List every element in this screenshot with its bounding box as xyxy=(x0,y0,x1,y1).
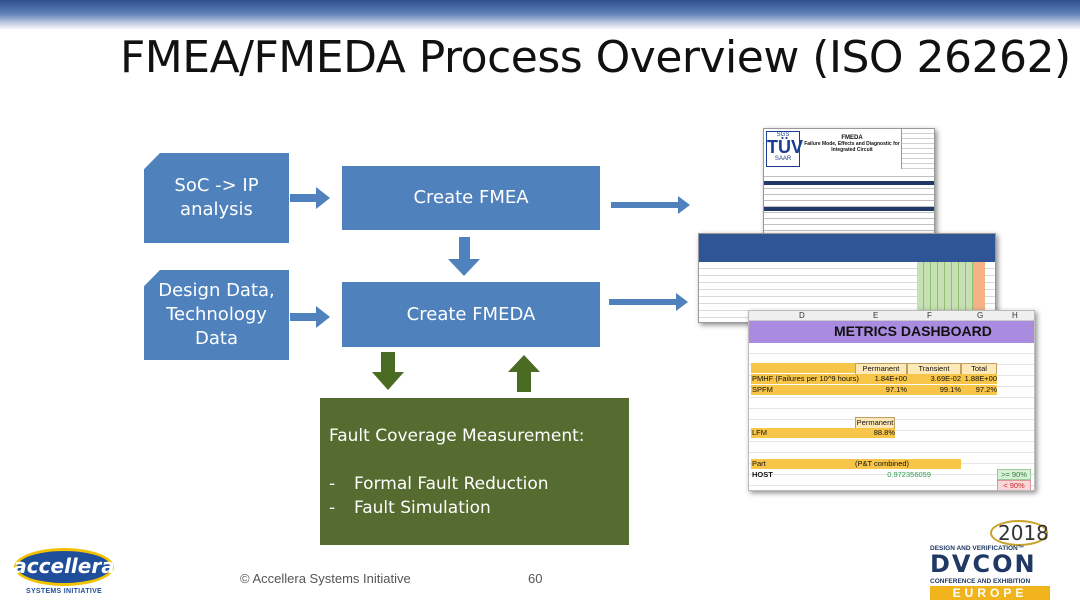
sheet-rows xyxy=(764,171,934,245)
legend-fail: < 90% xyxy=(997,480,1031,490)
arrow-down-icon xyxy=(372,352,404,390)
footer-copyright: © Accellera Systems Initiative xyxy=(240,571,411,586)
spfm-label: SPFM xyxy=(752,385,773,394)
dvcon-tagline: DESIGN AND VERIFICATION™ xyxy=(930,545,1025,552)
lfm-value: 88.8% xyxy=(873,428,895,437)
create-fmea-box: Create FMEA xyxy=(342,166,600,230)
fault-coverage-item: -Fault Simulation xyxy=(329,498,629,522)
pmhf-transient: 3.69E-02 xyxy=(930,374,961,383)
dvcon-logo: 2018 DESIGN AND VERIFICATION™ DVCON CONF… xyxy=(930,520,1050,600)
part-label: Part xyxy=(752,459,766,468)
tuv-logo-bottom: SAAR xyxy=(774,156,792,162)
fault-coverage-item-label: Formal Fault Reduction xyxy=(354,474,549,494)
table-band xyxy=(764,181,934,185)
design-data-label: Design Data, Technology Data xyxy=(158,280,275,349)
fmea-sheet-title: FMEDA Failure Mode, Effects and Diagnost… xyxy=(802,135,902,153)
column-letter: G xyxy=(977,311,984,320)
yellow-band xyxy=(751,459,961,469)
arrow-right-icon xyxy=(290,187,330,209)
soc-ip-analysis-label: SoC -> IP analysis xyxy=(174,175,259,220)
arrow-right-icon xyxy=(611,196,690,214)
dashboard-title: METRICS DASHBOARD xyxy=(834,323,992,339)
column-letter: E xyxy=(873,311,879,320)
tuv-logo: SGS TÜV SAAR xyxy=(766,131,803,167)
arrow-up-icon xyxy=(508,355,540,392)
create-fmea-label: Create FMEA xyxy=(413,187,529,208)
dashboard-banner: METRICS DASHBOARD xyxy=(749,321,1034,343)
legend-pass: >= 90% xyxy=(997,469,1031,480)
column-header-row: D E F G H xyxy=(749,311,1034,321)
host-value: 0.972356059 xyxy=(887,470,931,479)
fmeda-subtitle: Failure Mode, Effects and Diagnostic for… xyxy=(804,141,900,153)
table-band xyxy=(764,207,934,211)
host-label: HOST xyxy=(752,470,773,479)
fmeda-label: FMEDA xyxy=(841,135,863,141)
bullet-dash: - xyxy=(329,498,336,518)
dvcon-conference: CONFERENCE AND EXHIBITION xyxy=(930,578,1031,585)
arrow-right-icon xyxy=(290,306,330,328)
arrow-down-icon xyxy=(448,237,480,276)
pmhf-label: PMHF (Failures per 10^9 hours) xyxy=(752,374,859,383)
fault-coverage-item-label: Fault Simulation xyxy=(354,498,491,518)
accellera-logo-subtitle: SYSTEMS INITIATIVE xyxy=(25,588,103,595)
create-fmeda-box: Create FMEDA xyxy=(342,282,600,347)
dvcon-ring xyxy=(990,520,1048,546)
accellera-logo-ellipse xyxy=(14,548,114,586)
dvcon-region: EUROPE xyxy=(930,586,1050,600)
page-number: 60 xyxy=(528,571,543,586)
part-value: (P&T combined) xyxy=(855,459,910,468)
yellow-band xyxy=(751,374,997,384)
pmhf-permanent: 1.84E+00 xyxy=(874,374,907,383)
tuv-logo-big: TÜV xyxy=(767,137,803,157)
column-letter: H xyxy=(1012,311,1018,320)
column-letter: F xyxy=(927,311,932,320)
metrics-dashboard: D E F G H METRICS DASHBOARD Permanent Tr… xyxy=(748,310,1035,491)
fault-coverage-item: -Formal Fault Reduction xyxy=(329,474,629,498)
spfm-transient: 99.1% xyxy=(939,385,961,394)
spfm-total: 97.2% xyxy=(975,385,997,394)
yellow-band xyxy=(751,428,895,438)
fmea-sheet-thumbnail: SGS TÜV SAAR FMEDA Failure Mode, Effects… xyxy=(763,128,935,246)
accellera-logo-text: accellera xyxy=(13,554,115,578)
soc-ip-analysis-box: SoC -> IP analysis xyxy=(144,153,289,243)
accellera-logo: accellera SYSTEMS INITIATIVE xyxy=(12,548,116,598)
dvcon-name: DVCON xyxy=(930,550,1037,578)
arrow-right-icon xyxy=(609,293,688,311)
column-letter: D xyxy=(799,311,805,320)
sheet-info-table xyxy=(901,129,934,169)
bullet-dash: - xyxy=(329,474,336,494)
header-gradient-bar xyxy=(0,0,1080,30)
create-fmeda-label: Create FMEDA xyxy=(406,303,536,325)
sheet-orange-column xyxy=(973,262,985,322)
tuv-logo-small: SGS xyxy=(776,132,790,138)
fault-coverage-heading: Fault Coverage Measurement: xyxy=(329,426,585,446)
pmhf-total: 1.88E+00 xyxy=(964,374,997,383)
sheet-header xyxy=(699,234,995,262)
spfm-permanent: 97.1% xyxy=(885,385,907,394)
dvcon-year: 2018 xyxy=(998,521,1049,545)
slide-title: FMEA/FMEDA Process Overview (ISO 26262) xyxy=(120,32,1071,83)
design-data-box: Design Data, Technology Data xyxy=(144,270,289,360)
yellow-band xyxy=(751,385,997,395)
lfm-label: LFM xyxy=(752,428,767,437)
fault-coverage-box: Fault Coverage Measurement: -Formal Faul… xyxy=(320,398,629,545)
